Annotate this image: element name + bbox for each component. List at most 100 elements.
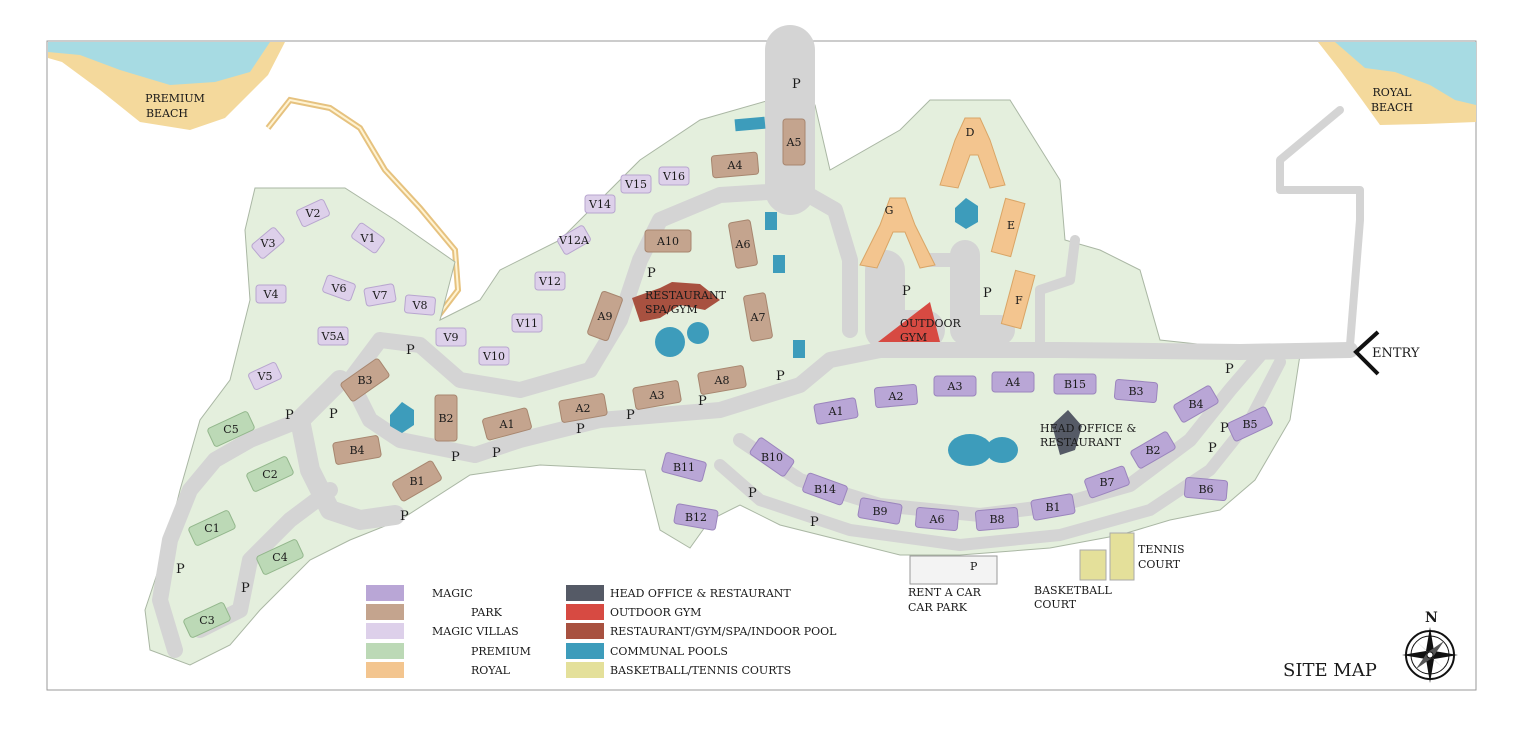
magic-building-b6: B6 — [1183, 476, 1229, 502]
magic-building-b8: B8 — [974, 506, 1020, 532]
premium-building-c4: C4 — [256, 539, 304, 575]
magic-building-b1: B1 — [1030, 493, 1076, 521]
magic-building-a2: A2 — [873, 383, 919, 409]
park-label-a10: A10 — [656, 235, 679, 248]
magic-building-b3: B3 — [1113, 378, 1159, 404]
premium-beach-sea — [48, 42, 270, 85]
magic-label-b4: B4 — [1188, 398, 1203, 411]
parking-marker: P — [285, 408, 294, 423]
parking-marker: P — [329, 407, 338, 422]
magic-label-b7: B7 — [1099, 476, 1114, 489]
tennis-court — [1109, 532, 1135, 581]
parking-marker: P — [241, 581, 250, 596]
park-building-a5: A5 — [782, 118, 806, 166]
site-map-title: SITE MAP — [1283, 660, 1377, 681]
premium-label-c3: C3 — [199, 614, 214, 627]
head-office-building — [1052, 410, 1082, 455]
premium-label-c2: C2 — [262, 468, 277, 481]
magic-label-b3: B3 — [1128, 385, 1143, 398]
park-label-a5: A5 — [786, 136, 802, 149]
legend-label: COMMUNAL POOLS — [610, 645, 728, 658]
royal-building-d — [939, 117, 1006, 189]
parking-marker: P — [698, 394, 707, 409]
restaurant-spa-building — [632, 282, 720, 322]
legend-swatch — [566, 643, 604, 659]
parking-marker: P — [451, 450, 460, 465]
park-building-a9: A9 — [587, 290, 623, 342]
magic-building-b12: B12 — [673, 503, 719, 531]
parking-marker: P — [176, 562, 185, 577]
parking-marker: P — [792, 77, 801, 92]
outdoor-gym-label-line2: GYM — [900, 331, 927, 344]
magic-building-a6: A6 — [914, 506, 960, 532]
park-building-b4: B4 — [332, 435, 382, 465]
magic-label-a6: A6 — [929, 513, 945, 526]
magic-building-b11: B11 — [661, 452, 707, 482]
parking-marker: P — [748, 486, 757, 501]
basketball-court — [1079, 549, 1107, 581]
villas-label-v2: V2 — [305, 207, 321, 220]
magic-label-b9: B9 — [872, 505, 887, 518]
rent-car-label-line1: RENT A CAR — [908, 586, 982, 599]
villas-building-v14: V14 — [584, 194, 616, 214]
legend-label: PARK — [471, 606, 503, 619]
villas-building-v4: V4 — [255, 284, 287, 304]
magic-label-b11: B11 — [673, 461, 695, 474]
magic-label-a3: A3 — [947, 380, 963, 393]
villas-building-v2: V2 — [296, 198, 330, 228]
magic-label-b8: B8 — [989, 513, 1004, 526]
legend-label: PREMIUM — [471, 645, 531, 658]
pool-c — [390, 402, 414, 433]
premium-beach-label-line1: PREMIUM — [145, 92, 205, 105]
villas-building-v1: V1 — [351, 222, 385, 254]
pool-villa-3 — [793, 340, 805, 358]
pool-a5 — [734, 116, 766, 132]
premium-building-c1: C1 — [188, 510, 236, 546]
villas-label-v14: V14 — [588, 198, 611, 211]
pool-b-small — [986, 437, 1018, 463]
basketball-label-line1: BASKETBALL — [1034, 584, 1112, 597]
pool-villa-1 — [765, 212, 777, 230]
royal-building-f — [1000, 269, 1036, 330]
magic-building-b15: B15 — [1053, 373, 1097, 395]
compass-icon — [1402, 627, 1458, 683]
magic-label-b6: B6 — [1198, 483, 1213, 496]
villas-label-v9: V9 — [443, 331, 459, 344]
villas-building-v8: V8 — [404, 294, 436, 316]
royal-beach-label-line2: BEACH — [1371, 101, 1413, 114]
parking-marker: P — [647, 266, 656, 281]
restaurant-label-line1: RESTAURANT — [645, 289, 727, 302]
park-label-b1: B1 — [409, 475, 424, 488]
park-label-a2: A2 — [575, 402, 591, 415]
rent-car-parking-p: P — [970, 560, 978, 573]
magic-building-b9: B9 — [857, 497, 903, 525]
beach-path-inner — [267, 98, 460, 341]
legend-swatch — [366, 604, 404, 620]
legend-swatch — [366, 662, 404, 678]
royal-building-e — [990, 197, 1026, 258]
entry-label: ENTRY — [1372, 346, 1420, 361]
royal-label-d: D — [966, 126, 975, 139]
head-office-label-line1: HEAD OFFICE & — [1040, 422, 1136, 435]
premium-beach-label-line2: BEACH — [146, 107, 188, 120]
park-building-a1: A1 — [482, 407, 532, 441]
royal-buildings — [859, 117, 1036, 330]
magic-building-b4: B4 — [1173, 385, 1219, 423]
magic-label-b14: B14 — [814, 483, 836, 496]
villas-label-v7: V7 — [372, 289, 388, 302]
head-office-label-line2: RESTAURANT — [1040, 436, 1122, 449]
park-building-a7: A7 — [743, 292, 773, 342]
park-building-a8: A8 — [697, 365, 747, 395]
rent-car-label-line2: CAR PARK — [908, 601, 968, 614]
legend-label: MAGIC — [432, 587, 473, 600]
parking-marker: P — [902, 284, 911, 299]
magic-building-a1: A1 — [813, 397, 859, 425]
villas-building-v6: V6 — [322, 274, 356, 302]
park-building-a3: A3 — [632, 380, 682, 410]
legend-label: HEAD OFFICE & RESTAURANT — [610, 587, 791, 600]
villas-building-v15: V15 — [620, 174, 652, 194]
magic-building-b14: B14 — [802, 472, 848, 506]
communal-pools — [390, 116, 1018, 466]
